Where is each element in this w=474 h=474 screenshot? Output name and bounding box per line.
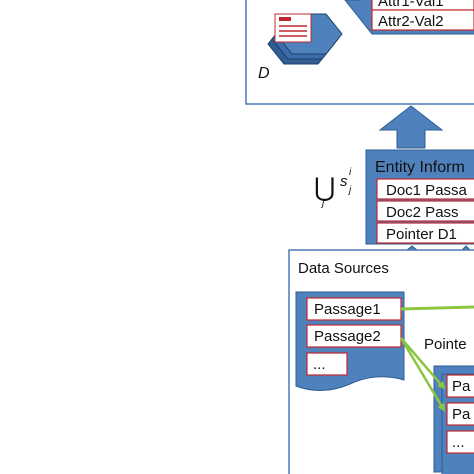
attribute-row-2-text: Attr2-Val2 bbox=[378, 13, 444, 30]
pointer-row-2 bbox=[446, 402, 474, 426]
passage-row-1-text: Passage1 bbox=[314, 301, 381, 318]
passage-row-2-text: Passage2 bbox=[314, 328, 381, 345]
data-sources-title: Data Sources bbox=[298, 260, 389, 277]
union-term: s bbox=[340, 173, 348, 190]
union-symbol: ⋃ bbox=[314, 172, 335, 202]
passage-row-3 bbox=[306, 352, 348, 376]
union-superscript: i bbox=[349, 167, 352, 178]
pointer-row-1 bbox=[446, 374, 474, 398]
passage-row-2 bbox=[306, 324, 402, 348]
pointer-row-2-text: Pa bbox=[452, 406, 471, 423]
entity-row-3-text: Pointer D1 bbox=[386, 226, 457, 243]
top-panel: D Attr1-Val1 Attr2-Val2 bbox=[245, 0, 474, 105]
union-formula: ⋃ s i j j bbox=[314, 167, 352, 209]
pointer-row-1-text: Pa bbox=[452, 378, 471, 395]
connector-passage1 bbox=[400, 305, 474, 311]
entity-row-2 bbox=[376, 200, 474, 222]
union-index: j bbox=[320, 198, 325, 209]
connector-passage2-a bbox=[400, 337, 446, 390]
entity-row-1-text: Doc1 Passa bbox=[386, 182, 468, 199]
upward-arrow-top bbox=[378, 105, 444, 149]
entity-info-title: Entity Inform bbox=[375, 159, 465, 176]
data-sources-panel: Data Sources Passage1 Passage2 ... Point… bbox=[288, 249, 474, 474]
attribute-row-2 bbox=[371, 9, 474, 31]
connector-passage2-b bbox=[399, 337, 446, 412]
pointer-document: Pa Pa ... bbox=[433, 365, 474, 474]
entity-row-1 bbox=[376, 178, 474, 200]
passage-row-3-text: ... bbox=[313, 356, 326, 373]
attribute-row-1-text: Attr1-Val1 bbox=[378, 0, 444, 10]
pointer-row-3-text: ... bbox=[452, 434, 465, 451]
entity-row-3 bbox=[376, 222, 474, 244]
union-subscript: j bbox=[347, 185, 352, 196]
document-set-label: D bbox=[258, 65, 270, 82]
document-stack-icon bbox=[267, 13, 343, 65]
attribute-box: Attr1-Val1 Attr2-Val2 bbox=[344, 0, 474, 35]
passages-document: Passage1 Passage2 ... bbox=[295, 291, 405, 391]
entity-row-2-text: Doc2 Pass bbox=[386, 204, 459, 221]
pointer-row-3 bbox=[446, 430, 474, 454]
pointer-label: Pointe bbox=[424, 336, 467, 353]
entity-info-box: Entity Inform Doc1 Passa Doc2 Pass Point… bbox=[365, 149, 474, 245]
